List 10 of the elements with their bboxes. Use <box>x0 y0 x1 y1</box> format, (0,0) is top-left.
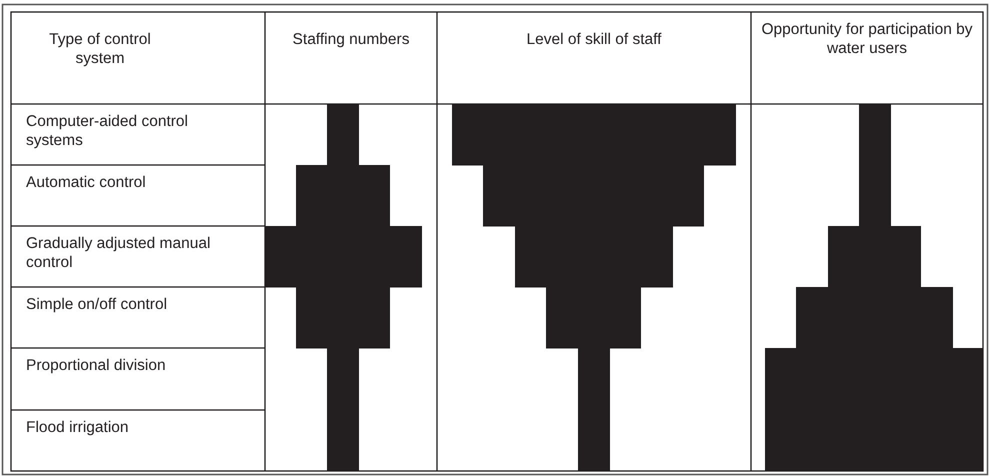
row-label: Simple on/off control <box>26 295 168 314</box>
row-label: Flood irrigation <box>26 418 130 437</box>
column-header: Staffing numbers <box>292 30 410 49</box>
row-label: Proportional division <box>26 356 167 375</box>
column-header: Opportunity for participation by water users <box>761 20 973 58</box>
row-label: Automatic control <box>26 173 147 192</box>
column-header: Level of skill of staff <box>526 30 662 49</box>
row-label: Gradually adjusted manual control <box>26 234 212 272</box>
column-header: Type of control system <box>48 30 152 68</box>
row-label: Computer-aided control systems <box>26 112 189 150</box>
